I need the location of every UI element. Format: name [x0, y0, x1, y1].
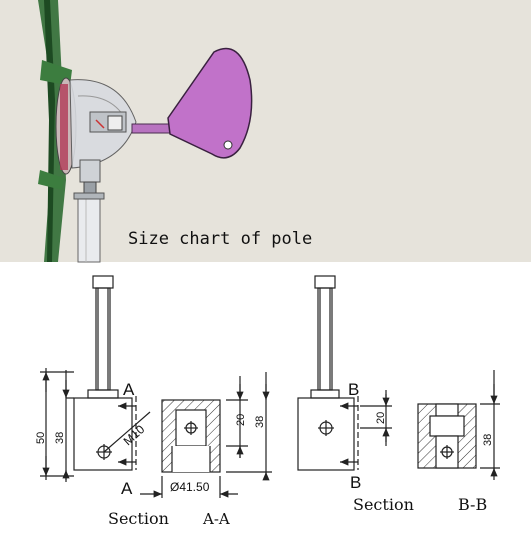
yaw-connector — [79, 159, 101, 183]
side-view-a — [40, 275, 151, 482]
section-b-caption-word: Section — [353, 495, 414, 514]
section-a-caption-word: Section — [108, 509, 169, 528]
section-mark-b-top: B — [348, 380, 359, 399]
section-b-caption-id: B-B — [458, 495, 488, 514]
section-mark-a-top: A — [123, 380, 135, 399]
section-a-a-view — [140, 372, 272, 498]
section-mark-b-bottom: B — [350, 473, 361, 492]
side-view-b — [297, 275, 392, 471]
dim-label-diameter: Ø41.50 — [170, 480, 210, 494]
dim-label-20-section-a: 20 — [235, 414, 247, 426]
section-b-b-view — [417, 370, 500, 480]
dim-label-38-left: 38 — [54, 432, 66, 444]
dim-label-50: 50 — [35, 432, 47, 444]
wind-turbine-illustration — [38, 0, 253, 263]
thread-label-m10: M10 — [121, 422, 148, 448]
section-mark-a-bottom: A — [121, 479, 133, 498]
dim-label-38-section-a: 38 — [254, 416, 266, 428]
top-caption: Size chart of pole — [128, 229, 313, 249]
dim-label-38-section-b: 38 — [482, 434, 494, 446]
tail-vane — [167, 47, 253, 159]
dim-label-20-right: 20 — [375, 412, 387, 424]
turbine-blades — [38, 0, 72, 262]
section-a-caption-id: A-A — [203, 510, 230, 528]
pole — [77, 195, 101, 263]
